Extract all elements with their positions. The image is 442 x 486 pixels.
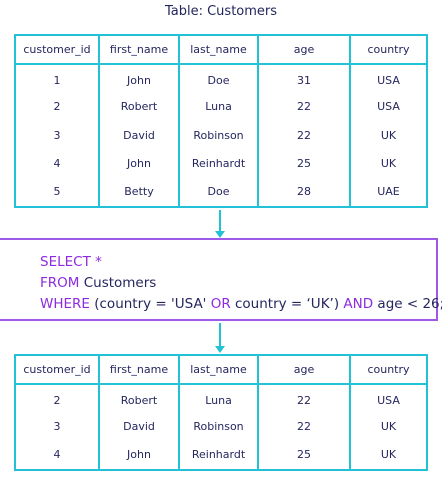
sql-query-box: SELECT * FROM Customers WHERE (country =…: [0, 238, 442, 321]
cell-last-name: Robinson: [178, 121, 259, 150]
sql-from-line: FROM Customers: [40, 275, 156, 291]
header-row: customer_id first_name last_name age cou…: [14, 354, 428, 385]
cell-country: UK: [349, 441, 428, 471]
cell-last-name: Doe: [178, 64, 259, 93]
cell-last-name: Reinhardt: [178, 441, 259, 471]
column-header-age: age: [257, 34, 351, 65]
table-row: 4 John Reinhardt 25 UK: [14, 149, 428, 178]
cell-age: 25: [257, 441, 351, 471]
cell-country: UK: [349, 149, 428, 178]
cell-country: USA: [349, 384, 428, 413]
cell-last-name: Luna: [178, 92, 259, 121]
sql-keyword-where: WHERE: [40, 296, 90, 312]
column-header-customer-id: customer_id: [14, 354, 100, 385]
table-row: 5 Betty Doe 28 UAE: [14, 178, 428, 208]
cell-customer-id: 1: [14, 64, 100, 93]
cell-customer-id: 3: [14, 121, 100, 150]
cell-first-name: John: [98, 64, 180, 93]
column-header-first-name: first_name: [98, 354, 180, 385]
column-header-country: country: [349, 34, 428, 65]
table-row: 2 Robert Luna 22 USA: [14, 92, 428, 121]
cell-age: 25: [257, 149, 351, 178]
cell-first-name: David: [98, 121, 180, 150]
table-row: 3 David Robinson 22 UK: [14, 412, 428, 441]
cell-last-name: Robinson: [178, 412, 259, 441]
table-row: 1 John Doe 31 USA: [14, 64, 428, 93]
column-header-customer-id: customer_id: [14, 34, 100, 65]
sql-keyword-and: AND: [343, 296, 374, 312]
cell-country: USA: [349, 64, 428, 93]
table-title: Table: Customers: [164, 4, 278, 19]
result-table: customer_id first_name last_name age cou…: [14, 354, 428, 471]
sql-keyword-from: FROM: [40, 275, 80, 291]
cell-last-name: Doe: [178, 178, 259, 208]
cell-last-name: Luna: [178, 384, 259, 413]
cell-first-name: Robert: [98, 92, 180, 121]
cell-customer-id: 2: [14, 92, 100, 121]
cell-last-name: Reinhardt: [178, 149, 259, 178]
header-row: customer_id first_name last_name age cou…: [14, 34, 428, 65]
sql-select-line: SELECT *: [40, 254, 102, 270]
down-arrow-icon: [215, 323, 225, 354]
sql-condition-country-uk: country = ‘UK’): [230, 296, 344, 312]
cell-age: 22: [257, 412, 351, 441]
cell-country: UAE: [349, 178, 428, 208]
column-header-country: country: [349, 354, 428, 385]
cell-customer-id: 4: [14, 441, 100, 471]
cell-first-name: John: [98, 441, 180, 471]
cell-first-name: David: [98, 412, 180, 441]
sql-table-name: Customers: [79, 275, 157, 291]
table-row: 4 John Reinhardt 25 UK: [14, 441, 428, 471]
cell-age: 22: [257, 384, 351, 413]
down-arrow-icon: [215, 210, 225, 238]
cell-customer-id: 4: [14, 149, 100, 178]
cell-country: UK: [349, 412, 428, 441]
column-header-age: age: [257, 354, 351, 385]
column-header-last-name: last_name: [178, 34, 259, 65]
cell-customer-id: 5: [14, 178, 100, 208]
cell-age: 22: [257, 92, 351, 121]
sql-where-line: WHERE (country = 'USA' OR country = ‘UK’…: [40, 296, 442, 312]
customers-table: customer_id first_name last_name age cou…: [14, 34, 428, 208]
cell-first-name: Robert: [98, 384, 180, 413]
sql-keyword-select: SELECT *: [40, 254, 102, 270]
cell-customer-id: 2: [14, 384, 100, 413]
table-row: 2 Robert Luna 22 USA: [14, 384, 428, 413]
cell-country: UK: [349, 121, 428, 150]
cell-age: 31: [257, 64, 351, 93]
sql-keyword-or: OR: [210, 296, 231, 312]
cell-customer-id: 3: [14, 412, 100, 441]
column-header-last-name: last_name: [178, 354, 259, 385]
cell-country: USA: [349, 92, 428, 121]
column-header-first-name: first_name: [98, 34, 180, 65]
cell-age: 28: [257, 178, 351, 208]
sql-condition-country-usa: (country = 'USA': [89, 296, 211, 312]
table-row: 3 David Robinson 22 UK: [14, 121, 428, 150]
cell-age: 22: [257, 121, 351, 150]
sql-condition-age: age < 26;: [373, 296, 442, 312]
cell-first-name: John: [98, 149, 180, 178]
cell-first-name: Betty: [98, 178, 180, 208]
